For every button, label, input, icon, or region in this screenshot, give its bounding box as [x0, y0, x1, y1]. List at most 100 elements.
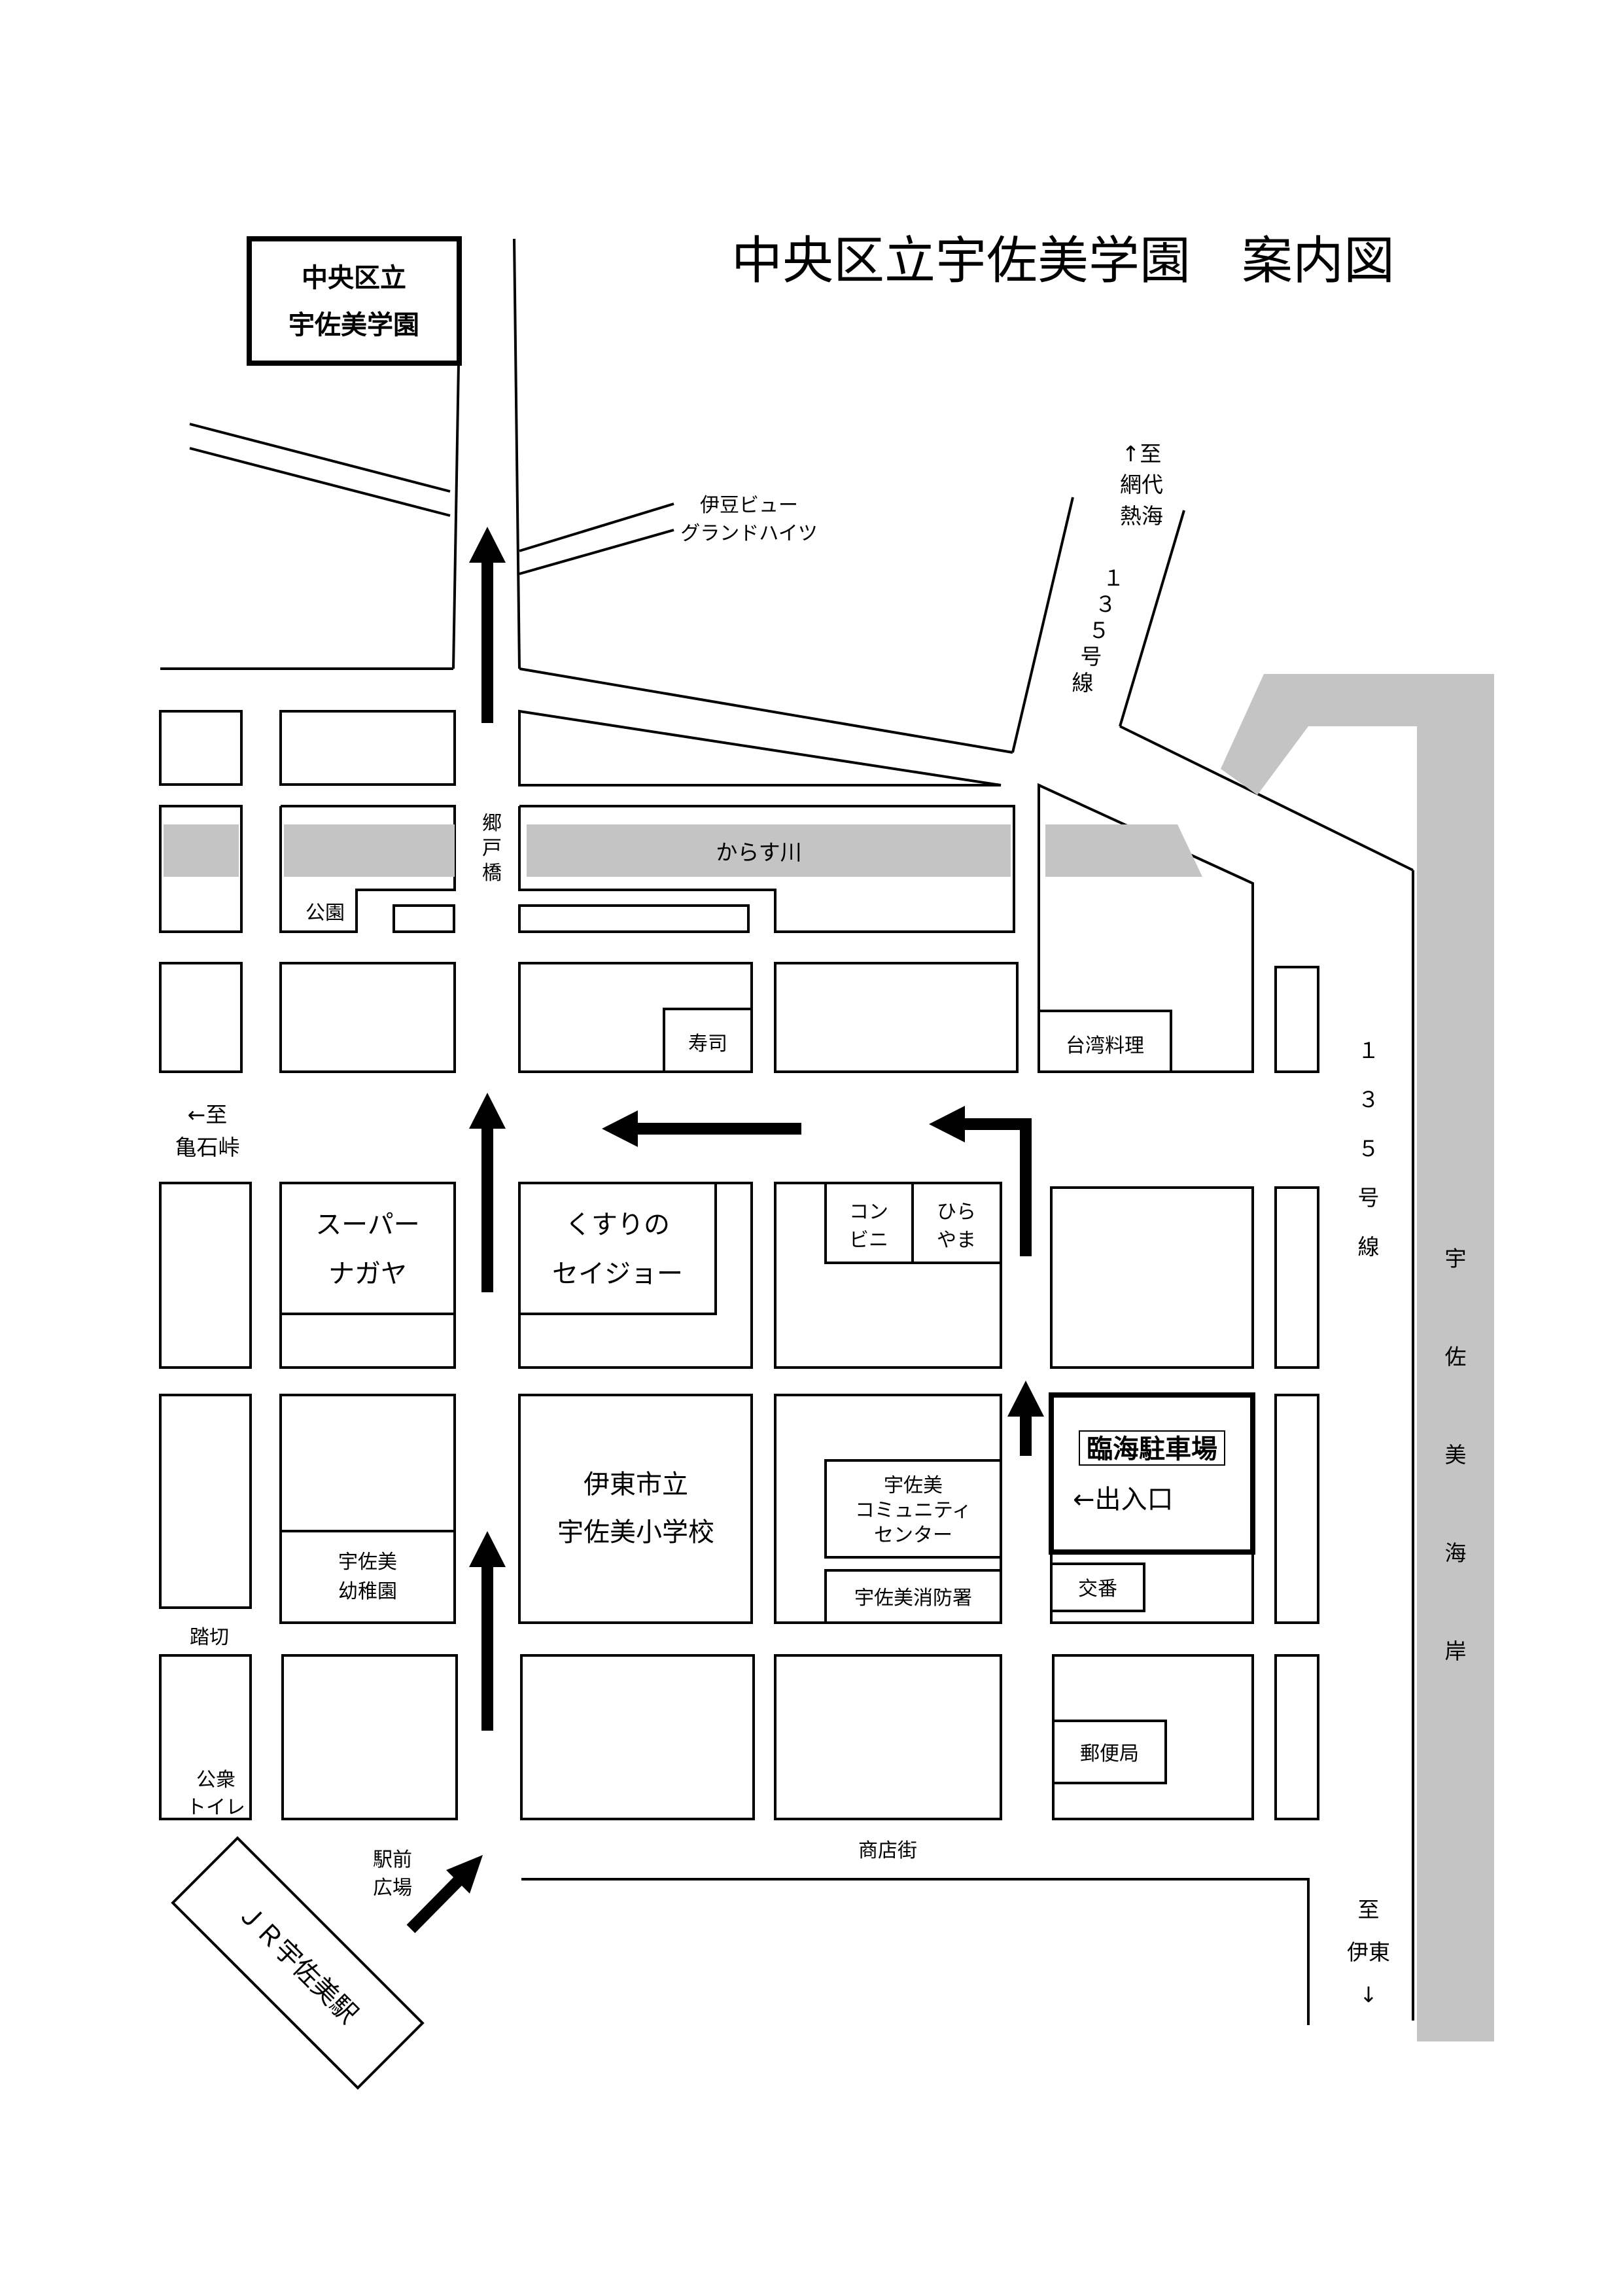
block-r1-a — [159, 710, 243, 786]
route-vert-2: ３ — [1358, 1087, 1380, 1112]
izu-view-line1: 伊豆ビュー — [700, 494, 798, 517]
route-diag-1: １ — [1103, 565, 1125, 591]
parking-label: 臨海駐車場 — [1087, 1434, 1217, 1464]
route-vert-1: １ — [1358, 1038, 1380, 1063]
south-line1: 至 — [1358, 1897, 1380, 1922]
park-label: 公園 — [305, 902, 345, 925]
taiwan-box — [1038, 1010, 1172, 1073]
block-r6-f — [1274, 1654, 1319, 1820]
school-box-line1: 中央区立 — [302, 263, 406, 293]
block-r6-b — [281, 1654, 458, 1820]
elementary-line2: 宇佐美小学校 — [557, 1517, 714, 1547]
pharmacy-line1: くすりの — [565, 1210, 670, 1240]
coast-char-4: 海 — [1445, 1540, 1467, 1566]
toilet-line2: トイレ — [186, 1796, 245, 1819]
block-r4-a — [159, 1182, 252, 1369]
bridge-char-2: 戸 — [482, 837, 502, 860]
block-r5-a — [159, 1394, 252, 1609]
river-row: 公園 からす川 — [159, 783, 1254, 1073]
shopping-label: 商店街 — [858, 1839, 917, 1862]
bridge-label: 郷 戸 橋 — [482, 812, 502, 885]
block-r1-c — [518, 709, 1002, 786]
hirayama-line1: ひら — [937, 1201, 976, 1224]
super-line1: スーパー — [315, 1210, 420, 1240]
block-r4-e — [1050, 1186, 1254, 1369]
direction-west: ←至 亀石峠 — [175, 1102, 240, 1160]
sea-coast-label: 宇 佐 美 海 岸 — [1445, 1246, 1467, 1664]
fire-box — [824, 1569, 1002, 1624]
kindergarten-line2: 幼稚園 — [338, 1580, 397, 1603]
block-r3-e — [1274, 966, 1319, 1073]
route-diag-5: 線 — [1072, 670, 1094, 696]
river-label: からす川 — [716, 839, 801, 865]
crossing-label: 踏切 — [190, 1626, 229, 1649]
route-diag-2: ３ — [1095, 592, 1117, 617]
community-line1: 宇佐美 — [884, 1474, 943, 1497]
elementary-school — [518, 1394, 753, 1624]
block-r3-d — [774, 962, 1019, 1073]
post-box — [1052, 1720, 1167, 1784]
community-line3: センター — [874, 1524, 952, 1547]
sushi-label: 寿司 — [688, 1033, 727, 1055]
koban-box — [1050, 1563, 1145, 1612]
block-r3-b — [279, 962, 456, 1073]
south-line2: 伊東 — [1347, 1939, 1390, 1965]
route-vert-3: ５ — [1358, 1136, 1380, 1161]
park-small-rect — [393, 904, 455, 933]
school-box-line2: 宇佐美学園 — [288, 310, 419, 340]
konbini-line2: ビニ — [849, 1229, 888, 1252]
bridge-char-3: 橋 — [482, 862, 502, 885]
route-vert-5: 線 — [1358, 1234, 1380, 1260]
coast-char-5: 岸 — [1445, 1638, 1467, 1664]
super-box — [279, 1182, 456, 1315]
pharmacy-box — [518, 1182, 717, 1315]
elementary-line1: 伊東市立 — [584, 1470, 688, 1500]
super-line2: ナガヤ — [328, 1259, 407, 1289]
jetty — [1221, 674, 1417, 795]
west-line1: ←至 — [188, 1102, 228, 1127]
block-r1-b — [279, 710, 456, 786]
post-label: 郵便局 — [1080, 1742, 1139, 1765]
konbini-line1: コン — [849, 1201, 888, 1224]
fire-label: 宇佐美消防署 — [854, 1587, 972, 1610]
route-diag-4: 号 — [1081, 644, 1102, 669]
coast-char-3: 美 — [1445, 1442, 1467, 1468]
route-135-vertical: １ ３ ５ 号 線 — [1358, 1038, 1380, 1260]
block-r5-b — [279, 1394, 456, 1624]
block-r6-c — [520, 1654, 755, 1820]
community-box — [824, 1459, 1002, 1559]
plaza-line1: 駅前 — [373, 1848, 412, 1871]
direction-south: 至 伊東 ↓ — [1347, 1897, 1390, 2007]
parking-box — [1049, 1392, 1255, 1555]
plaza-line2: 広場 — [373, 1877, 412, 1899]
direction-north: ↑至 網代 熱海 — [1120, 441, 1163, 529]
entrance-label: ←出入口 — [1073, 1485, 1174, 1515]
north-line2: 網代 — [1120, 472, 1163, 497]
route-135-diagonal: １ ３ ５ 号 線 — [1072, 565, 1125, 696]
community-line2: コミュニティ — [855, 1499, 971, 1522]
block-r4-f — [1274, 1186, 1319, 1369]
block-r6-d — [774, 1654, 1002, 1820]
koban-label: 交番 — [1078, 1578, 1117, 1600]
sushi-box — [663, 1008, 753, 1073]
hirayama-box — [911, 1182, 1002, 1264]
north-line3: 熱海 — [1120, 503, 1163, 529]
coast-char-1: 宇 — [1445, 1246, 1467, 1271]
bridge-char-1: 郷 — [482, 812, 502, 835]
map-title: 中央区立宇佐美学園 案内図 — [731, 232, 1395, 291]
block-r5-f — [1274, 1394, 1319, 1624]
block-r6-a — [159, 1654, 252, 1820]
hirayama-line2: やま — [937, 1229, 976, 1252]
coast-band — [1417, 674, 1494, 2041]
toilet-line1: 公衆 — [196, 1769, 236, 1792]
school-box: 中央区立 宇佐美学園 — [247, 236, 462, 366]
south-line3: ↓ — [1359, 1982, 1378, 2007]
north-line1: ↑至 — [1122, 441, 1162, 467]
station: ＪＲ宇佐美駅 — [171, 1836, 425, 2090]
route-vert-4: 号 — [1358, 1185, 1380, 1210]
shopping-road — [521, 1878, 1310, 2025]
block-r3-a — [159, 962, 243, 1073]
coast-char-2: 佐 — [1445, 1344, 1467, 1369]
izu-view-line2: グランドハイツ — [680, 522, 817, 545]
